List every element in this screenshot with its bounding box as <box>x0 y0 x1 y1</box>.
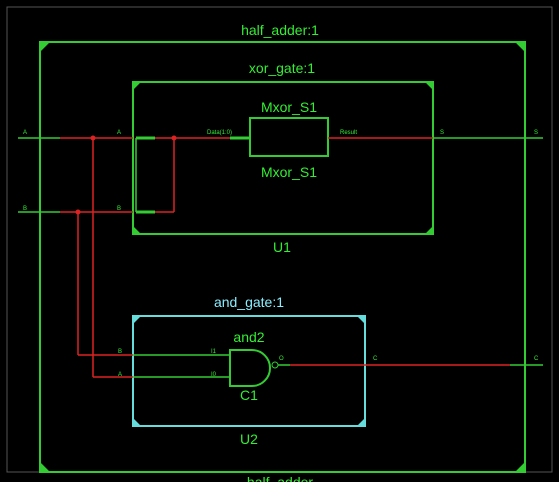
and-port-c-label: C <box>373 356 378 362</box>
xor-instance-label: U1 <box>273 239 291 255</box>
corner-marker <box>425 82 433 90</box>
half-adder-module[interactable] <box>39 41 526 473</box>
corner-marker <box>515 462 525 472</box>
xor-input-bus[interactable] <box>135 135 250 214</box>
corner-marker <box>133 82 141 90</box>
corner-marker <box>40 462 50 472</box>
pin-result-label: Result <box>340 130 357 136</box>
xor-gate-module[interactable] <box>132 81 434 235</box>
and2-instance-label: C1 <box>240 387 258 403</box>
junction-dot <box>75 209 81 215</box>
and2-gate-symbol[interactable] <box>229 349 271 387</box>
and2-output-bubble <box>271 361 279 369</box>
and-port-b-label: B <box>118 349 122 355</box>
corner-marker <box>515 42 525 52</box>
junction-dot <box>171 135 177 141</box>
net-a[interactable] <box>18 135 230 378</box>
junction-dot <box>90 135 96 141</box>
pin-o-label: O <box>279 356 284 362</box>
mxor-top-label: Mxor_S1 <box>261 99 317 115</box>
half-adder-bottom-label: half_adder <box>247 474 314 482</box>
mxor-bottom-label: Mxor_S1 <box>261 164 317 180</box>
output-s-label: S <box>534 130 538 136</box>
xor-port-a-label: A <box>117 130 121 136</box>
xor-port-b-label: B <box>117 206 121 212</box>
xor-port-s-label: S <box>440 130 444 136</box>
and-instance-label: U2 <box>240 431 258 447</box>
pin-i1-label: I1 <box>211 349 217 355</box>
and2-type-label: and2 <box>233 329 264 345</box>
corner-marker <box>357 418 365 426</box>
half-adder-label: half_adder:1 <box>241 22 319 38</box>
input-b-label: B <box>23 206 27 212</box>
pin-data-label: Data(1:0) <box>207 130 232 136</box>
corner-marker <box>133 316 141 324</box>
mxor-block[interactable] <box>249 117 329 157</box>
pin-i0-label: I0 <box>211 372 217 378</box>
xor-gate-label: xor_gate:1 <box>249 60 315 76</box>
and-gate-module[interactable] <box>132 315 366 427</box>
and-port-a-label: A <box>118 372 122 378</box>
corner-marker <box>425 226 433 234</box>
and-gate-label: and_gate:1 <box>214 294 284 310</box>
corner-marker <box>357 316 365 324</box>
input-a-label: A <box>23 130 27 136</box>
net-b[interactable] <box>18 209 230 356</box>
output-c-label: C <box>534 356 539 362</box>
corner-marker <box>40 42 50 52</box>
corner-marker <box>133 226 141 234</box>
corner-marker <box>133 418 141 426</box>
